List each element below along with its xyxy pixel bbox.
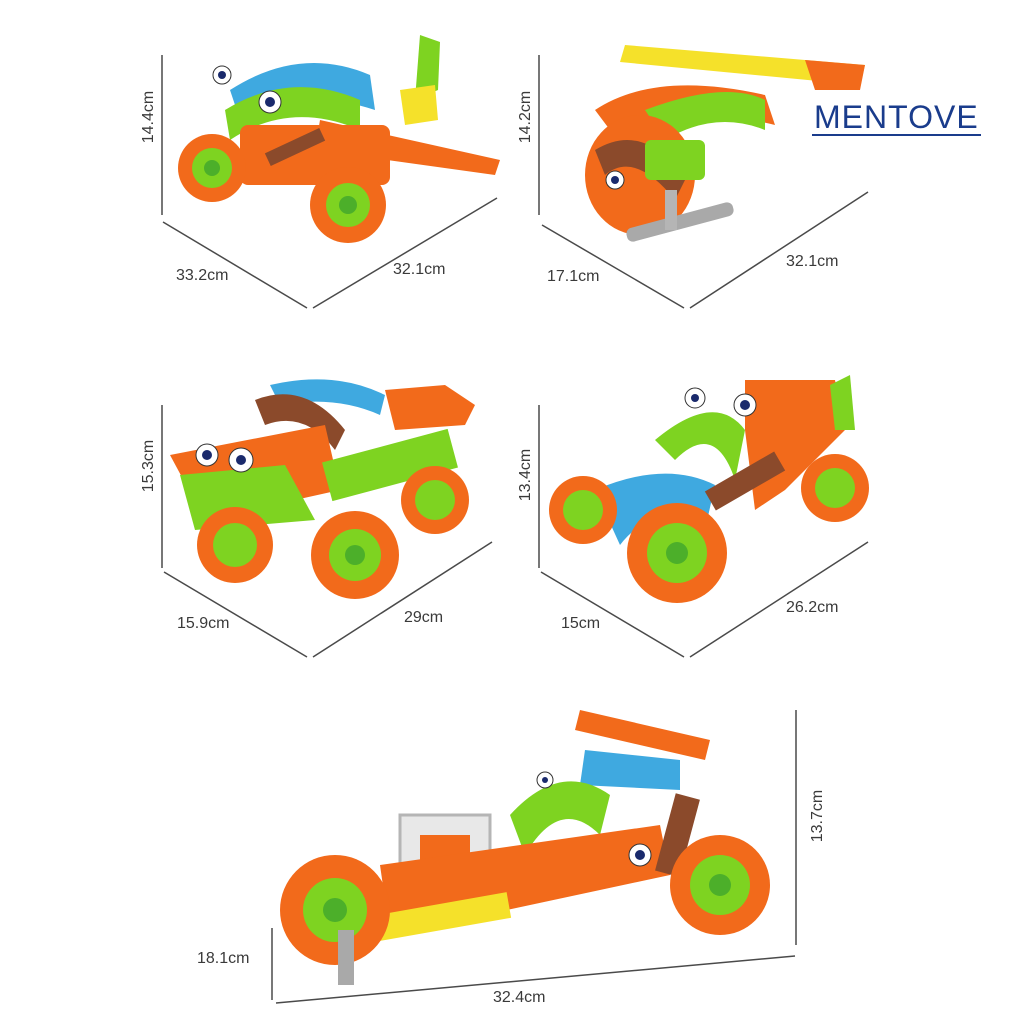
buggy-height-label: 13.4cm	[517, 448, 535, 502]
helicopter-depth-label: 17.1cm	[547, 268, 600, 285]
airplane-height-label: 14.4cm	[140, 90, 158, 144]
helicopter-length-label: 32.1cm	[786, 253, 839, 270]
motorcycle-height-label: 13.7cm	[809, 789, 827, 843]
airplane-toy-image	[178, 35, 500, 243]
buggy-toy-image	[549, 375, 869, 603]
airplane-depth-label: 33.2cm	[176, 267, 229, 284]
motorcycle-toy-image	[280, 710, 770, 985]
truck-length-label: 29cm	[404, 609, 444, 626]
airplane-length-label: 32.1cm	[393, 261, 446, 278]
buggy-length-label: 26.2cm	[786, 599, 839, 616]
helicopter-height-label: 14.2cm	[517, 90, 535, 144]
helicopter-toy-image	[585, 45, 865, 242]
brand-logo-text: MENTOVE	[812, 99, 981, 136]
truck-depth-label: 15.9cm	[177, 615, 230, 632]
truck-toy-image	[170, 379, 475, 599]
buggy-depth-label: 15cm	[561, 615, 601, 632]
motorcycle-depth-label: 18.1cm	[197, 950, 250, 967]
truck-height-label: 15.3cm	[140, 439, 158, 493]
motorcycle-length-label: 32.4cm	[493, 989, 546, 1006]
